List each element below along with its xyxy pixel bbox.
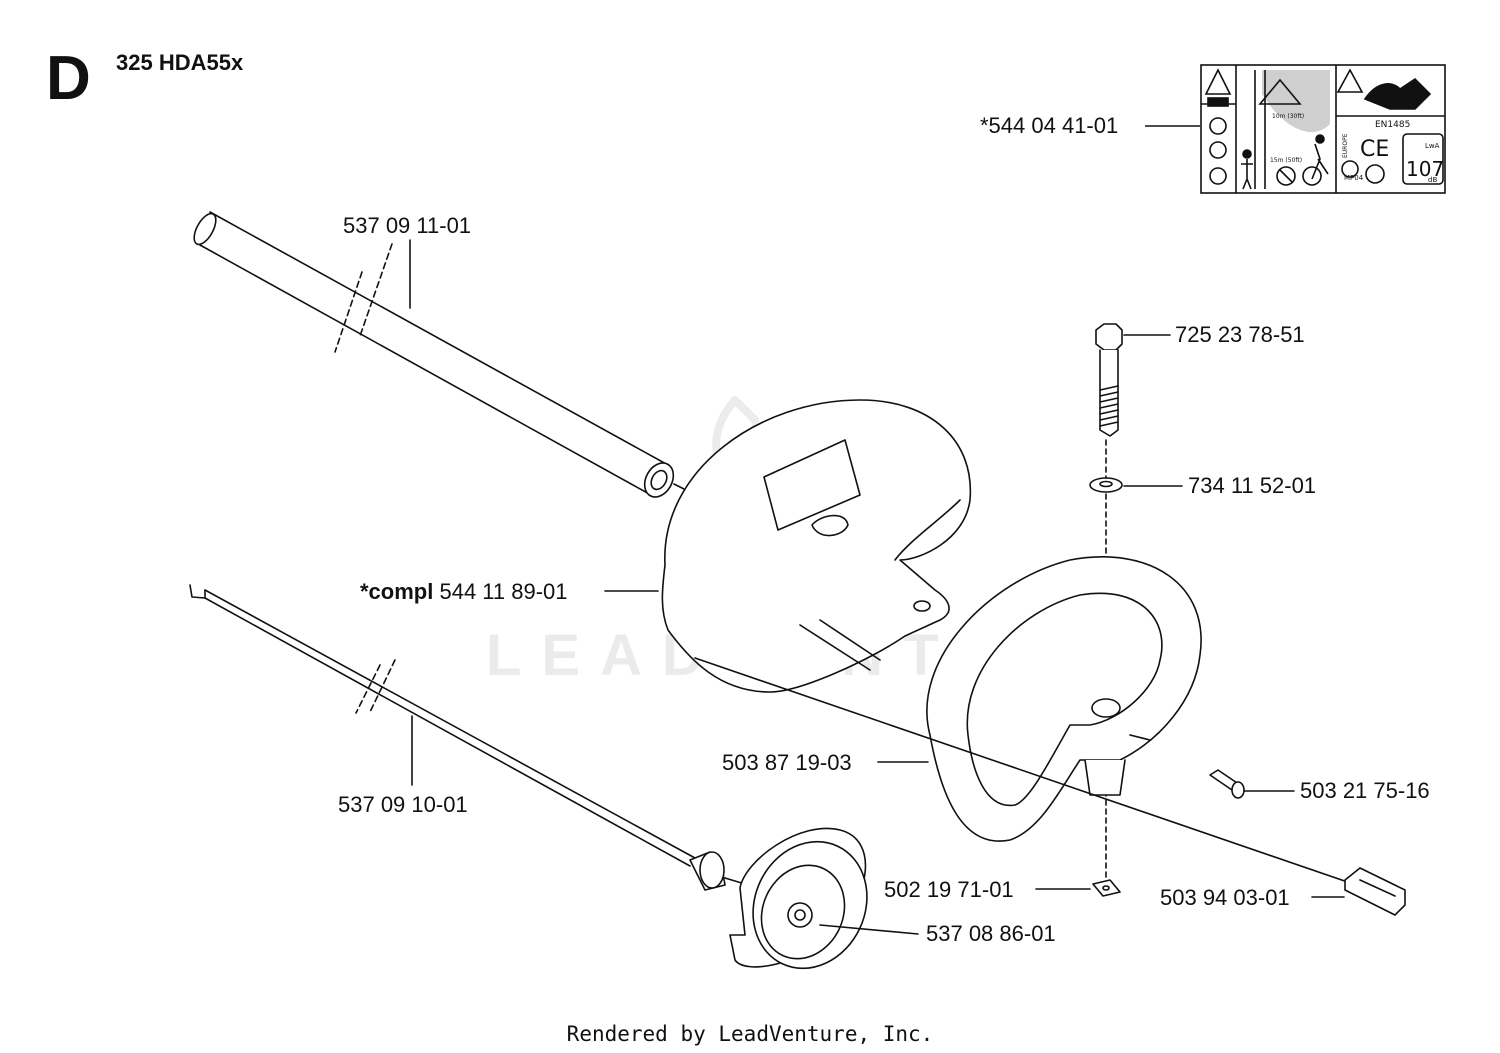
part-label-guard: *compl 544 11 89-01: [360, 581, 568, 603]
handle: [926, 556, 1202, 842]
guard-number: 544 11 89-01: [439, 579, 568, 604]
svg-text:MP04: MP04: [1344, 174, 1364, 182]
svg-text:15m (50ft): 15m (50ft): [1270, 157, 1302, 164]
svg-text:CE: CE: [1360, 137, 1389, 162]
bearing-cup: [689, 827, 868, 970]
part-label-shaft: 537 09 10-01: [338, 792, 468, 817]
compl-prefix: *compl: [360, 579, 434, 604]
part-label-nut: 502 19 71-01: [884, 877, 1014, 902]
screw: [1209, 769, 1245, 799]
drive-tube: [193, 211, 675, 498]
warning-triangle-icon: [1204, 68, 1232, 95]
footer-credit: Rendered by LeadVenture, Inc.: [566, 1022, 934, 1046]
svg-text:EN1485: EN1485: [1375, 120, 1410, 130]
svg-text:EUROPE: EUROPE: [1342, 133, 1349, 158]
svg-text:dB: dB: [1428, 176, 1437, 184]
part-label-cup: 537 08 86-01: [926, 921, 1056, 946]
part-label-clip: 503 94 03-01: [1160, 885, 1290, 910]
bolt: [1095, 323, 1123, 437]
part-label-decal: *544 04 41-01: [980, 113, 1119, 138]
part-label-tube: 537 09 11-01: [343, 213, 472, 238]
section-letter: D: [46, 44, 91, 113]
square-nut: [1092, 879, 1121, 897]
part-label-screw: 503 21 75-16: [1300, 778, 1430, 803]
svg-text:107: 107: [1406, 157, 1444, 181]
blade-guard: [661, 399, 972, 693]
drive-shaft: [189, 584, 696, 867]
svg-text:LwA: LwA: [1425, 142, 1440, 150]
model-title: 325 HDA55x: [116, 50, 244, 75]
part-label-bolt: 725 23 78-51: [1175, 322, 1305, 347]
washer: [1089, 477, 1123, 493]
part-label-washer: 734 11 52-01: [1188, 473, 1317, 498]
warning-decal: EN1485 CE 107 dB LwA MP04 EUROPE 10m (30…: [1200, 64, 1446, 194]
shaft-clip: [1344, 867, 1406, 916]
svg-text:10m (30ft): 10m (30ft): [1272, 113, 1304, 120]
part-label-handle: 503 87 19-03: [722, 750, 852, 775]
